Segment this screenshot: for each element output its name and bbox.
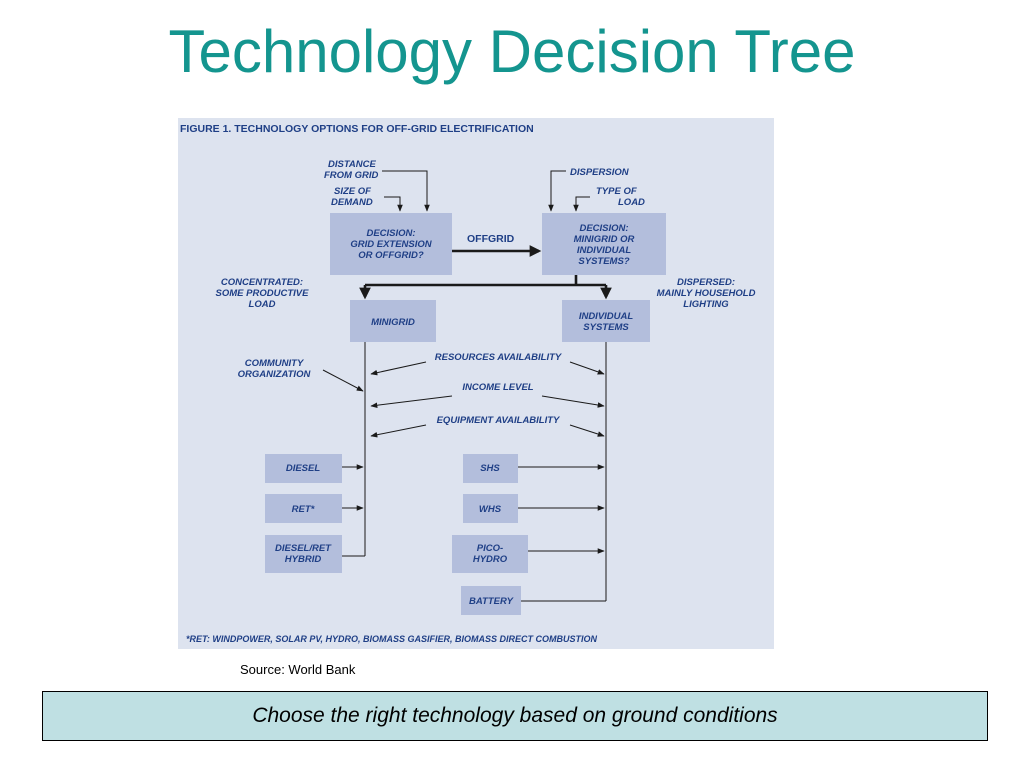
distance-from-grid-label: DISTANCE FROM GRID — [324, 159, 378, 181]
svg-text:LOAD: LOAD — [249, 299, 276, 310]
battery-label: BATTERY — [469, 596, 515, 607]
svg-text:MINIGRID OR: MINIGRID OR — [574, 234, 635, 245]
demand-arrow — [384, 196, 403, 212]
ret-label: RET* — [292, 504, 316, 515]
svg-text:TYPE OF: TYPE OF — [596, 186, 637, 197]
dispersed-label: DISPERSED: MAINLY HOUSEHOLD LIGHTING — [657, 277, 756, 310]
svg-text:GRID EXTENSION: GRID EXTENSION — [350, 239, 432, 250]
shs-box — [463, 454, 518, 483]
svg-text:DISPERSED:: DISPERSED: — [677, 277, 735, 288]
resources-arrow-left — [370, 361, 427, 376]
decision-tree-figure: FIGURE 1. TECHNOLOGY OPTIONS FOR OFF-GRI… — [178, 118, 774, 649]
pico-hydro-box — [452, 535, 528, 573]
individual-systems-label: INDIVIDUAL SYSTEMS — [579, 311, 634, 333]
community-arrow — [322, 369, 364, 392]
income-arrow-right — [541, 395, 605, 408]
svg-text:DECISION:: DECISION: — [366, 228, 415, 239]
equipment-availability-label: EQUIPMENT AVAILABILITY — [437, 415, 561, 426]
svg-text:SIZE OF: SIZE OF — [334, 186, 371, 197]
resources-availability-label: RESOURCES AVAILABILITY — [435, 352, 563, 363]
decision-minigrid-label: DECISION: MINIGRID OR INDIVIDUAL SYSTEMS… — [574, 223, 635, 267]
whs-label: WHS — [479, 504, 502, 515]
battery-box — [461, 586, 521, 615]
svg-text:DEMAND: DEMAND — [331, 197, 373, 208]
shs-label: SHS — [480, 463, 500, 474]
individual-systems-box — [562, 300, 650, 342]
diesel-box — [265, 454, 342, 483]
svg-text:HYDRO: HYDRO — [473, 554, 508, 565]
figure-heading: FIGURE 1. TECHNOLOGY OPTIONS FOR OFF-GRI… — [180, 123, 534, 135]
figure-footnote: *RET: WINDPOWER, SOLAR PV, HYDRO, BIOMAS… — [186, 634, 598, 644]
minigrid-box — [350, 300, 436, 342]
svg-text:COMMUNITY: COMMUNITY — [245, 358, 305, 369]
dispersion-arrow — [548, 170, 566, 212]
diesel-ret-hybrid-label: DIESEL/RET HYBRID — [275, 543, 332, 565]
income-arrow-left — [370, 395, 453, 409]
slide-title: Technology Decision Tree — [168, 18, 856, 85]
resources-arrow-right — [569, 361, 605, 375]
svg-text:LIGHTING: LIGHTING — [683, 299, 729, 310]
decision-grid-box — [330, 213, 452, 275]
distance-arrow — [382, 170, 430, 212]
svg-text:INDIVIDUAL: INDIVIDUAL — [579, 311, 634, 322]
svg-text:SYSTEMS?: SYSTEMS? — [578, 256, 629, 267]
svg-text:LOAD: LOAD — [618, 197, 645, 208]
svg-text:ORGANIZATION: ORGANIZATION — [238, 369, 312, 380]
decision-tree-diagram: FIGURE 1. TECHNOLOGY OPTIONS FOR OFF-GRI… — [180, 123, 756, 644]
svg-text:INDIVIDUAL: INDIVIDUAL — [577, 245, 632, 256]
size-of-demand-label: SIZE OF DEMAND — [331, 186, 373, 208]
ret-box — [265, 494, 342, 523]
source-caption: Source: World Bank — [240, 662, 356, 677]
svg-text:DISTANCE: DISTANCE — [328, 159, 377, 170]
svg-text:DECISION:: DECISION: — [579, 223, 628, 234]
callout-text: Choose the right technology based on gro… — [252, 704, 778, 727]
svg-text:CONCENTRATED:: CONCENTRATED: — [221, 277, 303, 288]
minigrid-label: MINIGRID — [371, 317, 415, 328]
svg-text:SOME PRODUCTIVE: SOME PRODUCTIVE — [216, 288, 310, 299]
callout-box: Choose the right technology based on gro… — [42, 691, 988, 741]
svg-text:MAINLY HOUSEHOLD: MAINLY HOUSEHOLD — [657, 288, 756, 299]
pico-hydro-label: PICO- HYDRO — [473, 543, 508, 565]
diesel-label: DIESEL — [286, 463, 321, 474]
decision-minigrid-box — [542, 213, 666, 275]
svg-text:DIESEL/RET: DIESEL/RET — [275, 543, 332, 554]
equipment-arrow-right — [569, 424, 605, 437]
income-level-label: INCOME LEVEL — [462, 382, 533, 393]
svg-text:SYSTEMS: SYSTEMS — [583, 322, 629, 333]
dispersion-label: DISPERSION — [570, 167, 630, 178]
diesel-ret-hybrid-box — [265, 535, 342, 573]
concentrated-label: CONCENTRATED: SOME PRODUCTIVE LOAD — [216, 277, 310, 310]
decision-grid-label: DECISION: GRID EXTENSION OR OFFGRID? — [350, 228, 432, 261]
equipment-arrow-left — [370, 424, 427, 438]
offgrid-label: OFFGRID — [467, 233, 515, 245]
svg-text:FROM GRID: FROM GRID — [324, 170, 378, 181]
community-organization-label: COMMUNITY ORGANIZATION — [238, 358, 312, 380]
type-of-load-label: TYPE OF LOAD — [596, 186, 645, 208]
svg-text:OR OFFGRID?: OR OFFGRID? — [358, 250, 424, 261]
whs-box — [463, 494, 518, 523]
type-of-load-arrow — [573, 196, 590, 212]
svg-text:PICO-: PICO- — [477, 543, 503, 554]
svg-text:HYBRID: HYBRID — [285, 554, 322, 565]
